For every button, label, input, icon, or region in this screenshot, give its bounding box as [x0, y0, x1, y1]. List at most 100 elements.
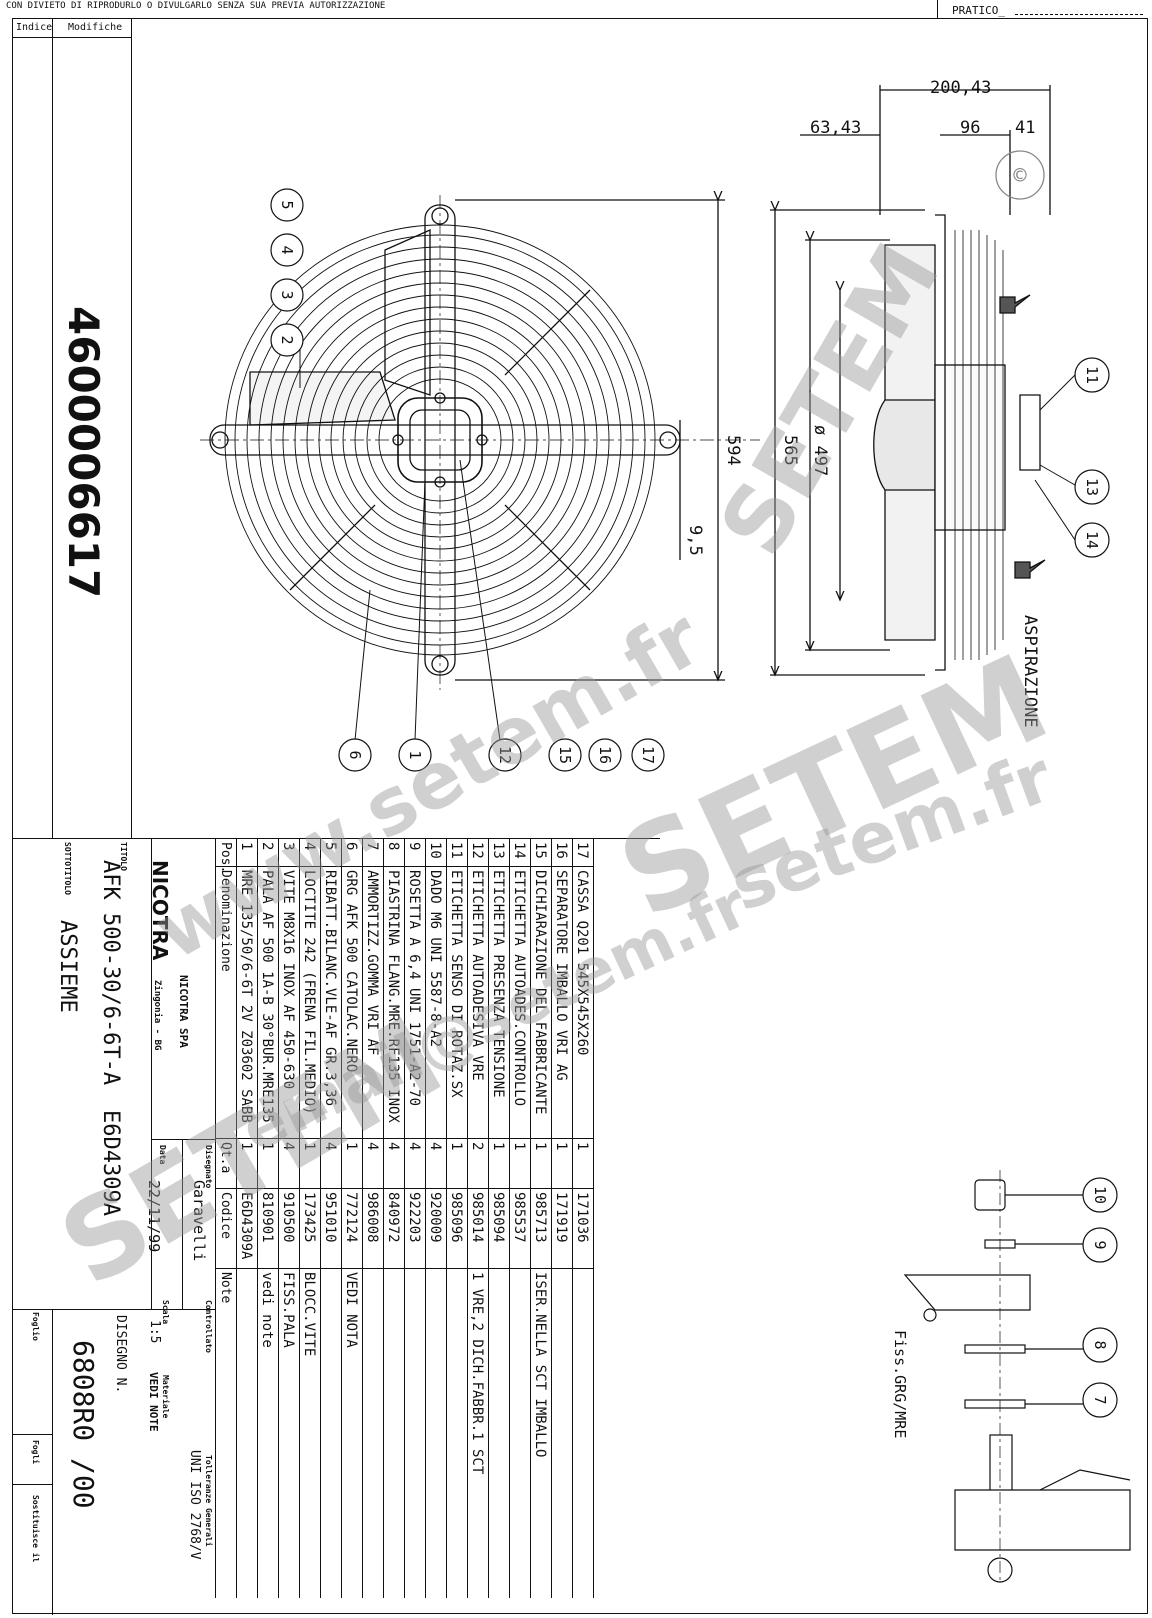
bom-cell-codice: 985014: [469, 1192, 485, 1243]
mounting-flange-side: [935, 214, 946, 671]
bom-divider: [446, 838, 447, 1598]
bom-cell-qt: 1: [490, 1142, 506, 1151]
guard-spoke: [504, 504, 591, 591]
bom-divider: [278, 838, 279, 1598]
bom-divider: [530, 838, 531, 1598]
bom-cell-codice: 922203: [406, 1192, 422, 1243]
bom-divider: [467, 838, 468, 1598]
bom-cell-note: BLOCC.VITE: [301, 1272, 317, 1357]
bom-divider: [257, 838, 258, 1598]
copyright-icon: ©: [1013, 164, 1027, 189]
guard-spoke: [504, 289, 591, 376]
bom-cell-note: ISER.NELLA SCT IMBALLO: [532, 1272, 548, 1458]
balloon-7: 7: [1091, 1395, 1109, 1404]
balloon-5: 5: [278, 200, 296, 209]
bom-cell-note: VEDI NOTA: [343, 1272, 359, 1348]
sottotitolo-value: ASSIEME: [55, 920, 80, 1013]
balloon-4: 4: [278, 245, 296, 254]
scala-value: 1:5: [147, 1320, 162, 1344]
terminal-box-side: [1019, 394, 1041, 471]
bom-cell-codice: 986008: [364, 1192, 380, 1243]
guard-spoke: [289, 504, 376, 591]
bom-cell-pos: 15: [532, 842, 548, 859]
company-name: NICOTRA SPA: [177, 975, 190, 1048]
motor-side-profile: [873, 399, 936, 491]
bom-cell-pos: 16: [553, 842, 569, 859]
bom-cell-codice: 985096: [448, 1192, 464, 1243]
dim-9-5: 9,5: [685, 525, 705, 556]
bom-cell-pos: 14: [511, 842, 527, 859]
dim-200: 200,43: [930, 78, 991, 98]
balloon-1: 1: [406, 750, 424, 759]
balloon-8: 8: [1091, 1340, 1109, 1349]
pratico-field: [1015, 14, 1143, 15]
materiale-value: VEDI NOTE: [147, 1372, 160, 1432]
drawing-frame: [12, 18, 1148, 1614]
bom-cell-pos: 11: [448, 842, 464, 859]
disegno-value: 6808R0 /00: [67, 1340, 100, 1509]
disegno-label: DISEGNO N.: [113, 1315, 128, 1394]
balloon-16: 16: [596, 746, 614, 764]
dim-96: 96: [960, 118, 980, 138]
balloon-12: 12: [496, 746, 514, 764]
title-block: [12, 838, 215, 1615]
bom-field-divider: [215, 1138, 593, 1139]
bom-cell-codice: 840972: [385, 1192, 401, 1243]
foglio-label: Foglio: [31, 1312, 40, 1341]
bom-cell-codice: 173425: [301, 1192, 317, 1243]
bom-cell-pos: 17: [574, 842, 590, 859]
indice-label: Indice: [16, 22, 53, 33]
bom-table: [215, 838, 660, 1598]
balloon-14: 14: [1083, 531, 1101, 549]
pratico-label: PRATICO_: [952, 4, 1005, 17]
bom-header-note: Note: [218, 1272, 233, 1304]
dim-41: 41: [1015, 118, 1035, 138]
balloon-13: 13: [1083, 478, 1101, 496]
bom-cell-codice: 171036: [574, 1192, 590, 1243]
balloon-11: 11: [1083, 366, 1101, 384]
bom-cell-qt: 4: [406, 1142, 422, 1151]
bom-cell-codice: 985094: [490, 1192, 506, 1243]
bom-cell-codice: 985537: [511, 1192, 527, 1243]
bom-divider: [383, 838, 384, 1598]
bom-divider: [425, 838, 426, 1598]
company-city: Zingonia - BG: [152, 980, 162, 1051]
airflow-arrow-icon: [999, 294, 1031, 314]
dim-565: 565: [780, 435, 800, 466]
scala-label: Scala: [161, 1300, 170, 1325]
bom-cell-pos: 10: [427, 842, 443, 859]
guard-wires-side: [954, 230, 1004, 660]
fiss-label: Fiss.GRG/MRE: [891, 1330, 909, 1438]
bom-cell-qt: 1: [574, 1142, 590, 1151]
bom-cell-qt: 1: [532, 1142, 548, 1151]
motor-body-side: [934, 364, 1006, 531]
motor-terminal-box: [249, 371, 396, 426]
bom-divider: [404, 838, 405, 1598]
bom-cell-codice: 920009: [427, 1192, 443, 1243]
bom-cell-codice: 772124: [343, 1192, 359, 1243]
bom-cell-note: vedi note: [259, 1272, 275, 1348]
bom-cell-qt: 4: [427, 1142, 443, 1151]
balloon-labels: 5 4 3 2 6 1 12 15 16 17 11 13 14 10 9 8 …: [278, 200, 1109, 1404]
materiale-label: Materiale: [161, 1375, 170, 1419]
bom-cell-qt: 1: [448, 1142, 464, 1151]
tolleranze-label: Tolleranze Generali: [204, 1455, 213, 1547]
balloon-6: 6: [346, 750, 364, 759]
balloon-9: 9: [1091, 1240, 1109, 1249]
revision-column: Indice Modifiche: [12, 18, 132, 838]
bom-divider: [236, 838, 237, 1598]
bom-divider: [572, 838, 573, 1598]
bom-cell-qt: 1: [511, 1142, 527, 1151]
balloon-3: 3: [278, 290, 296, 299]
bom-cell-codice: 985713: [532, 1192, 548, 1243]
bom-divider: [488, 838, 489, 1598]
header-divider: [937, 0, 938, 18]
bom-cell-note: 1 VRE,2 DICH.FABBR.1 SCT: [469, 1272, 485, 1475]
bom-cell-codice: 951010: [322, 1192, 338, 1243]
fixing-detail: [903, 1170, 1131, 1583]
bom-divider: [320, 838, 321, 1598]
header-bar: CON DIVIETO DI RIPRODURLO O DIVULGARLO S…: [0, 0, 1152, 18]
fogli-label: Fogli: [31, 1440, 40, 1465]
bom-field-divider: [215, 866, 593, 867]
bom-field-divider: [215, 1268, 593, 1269]
